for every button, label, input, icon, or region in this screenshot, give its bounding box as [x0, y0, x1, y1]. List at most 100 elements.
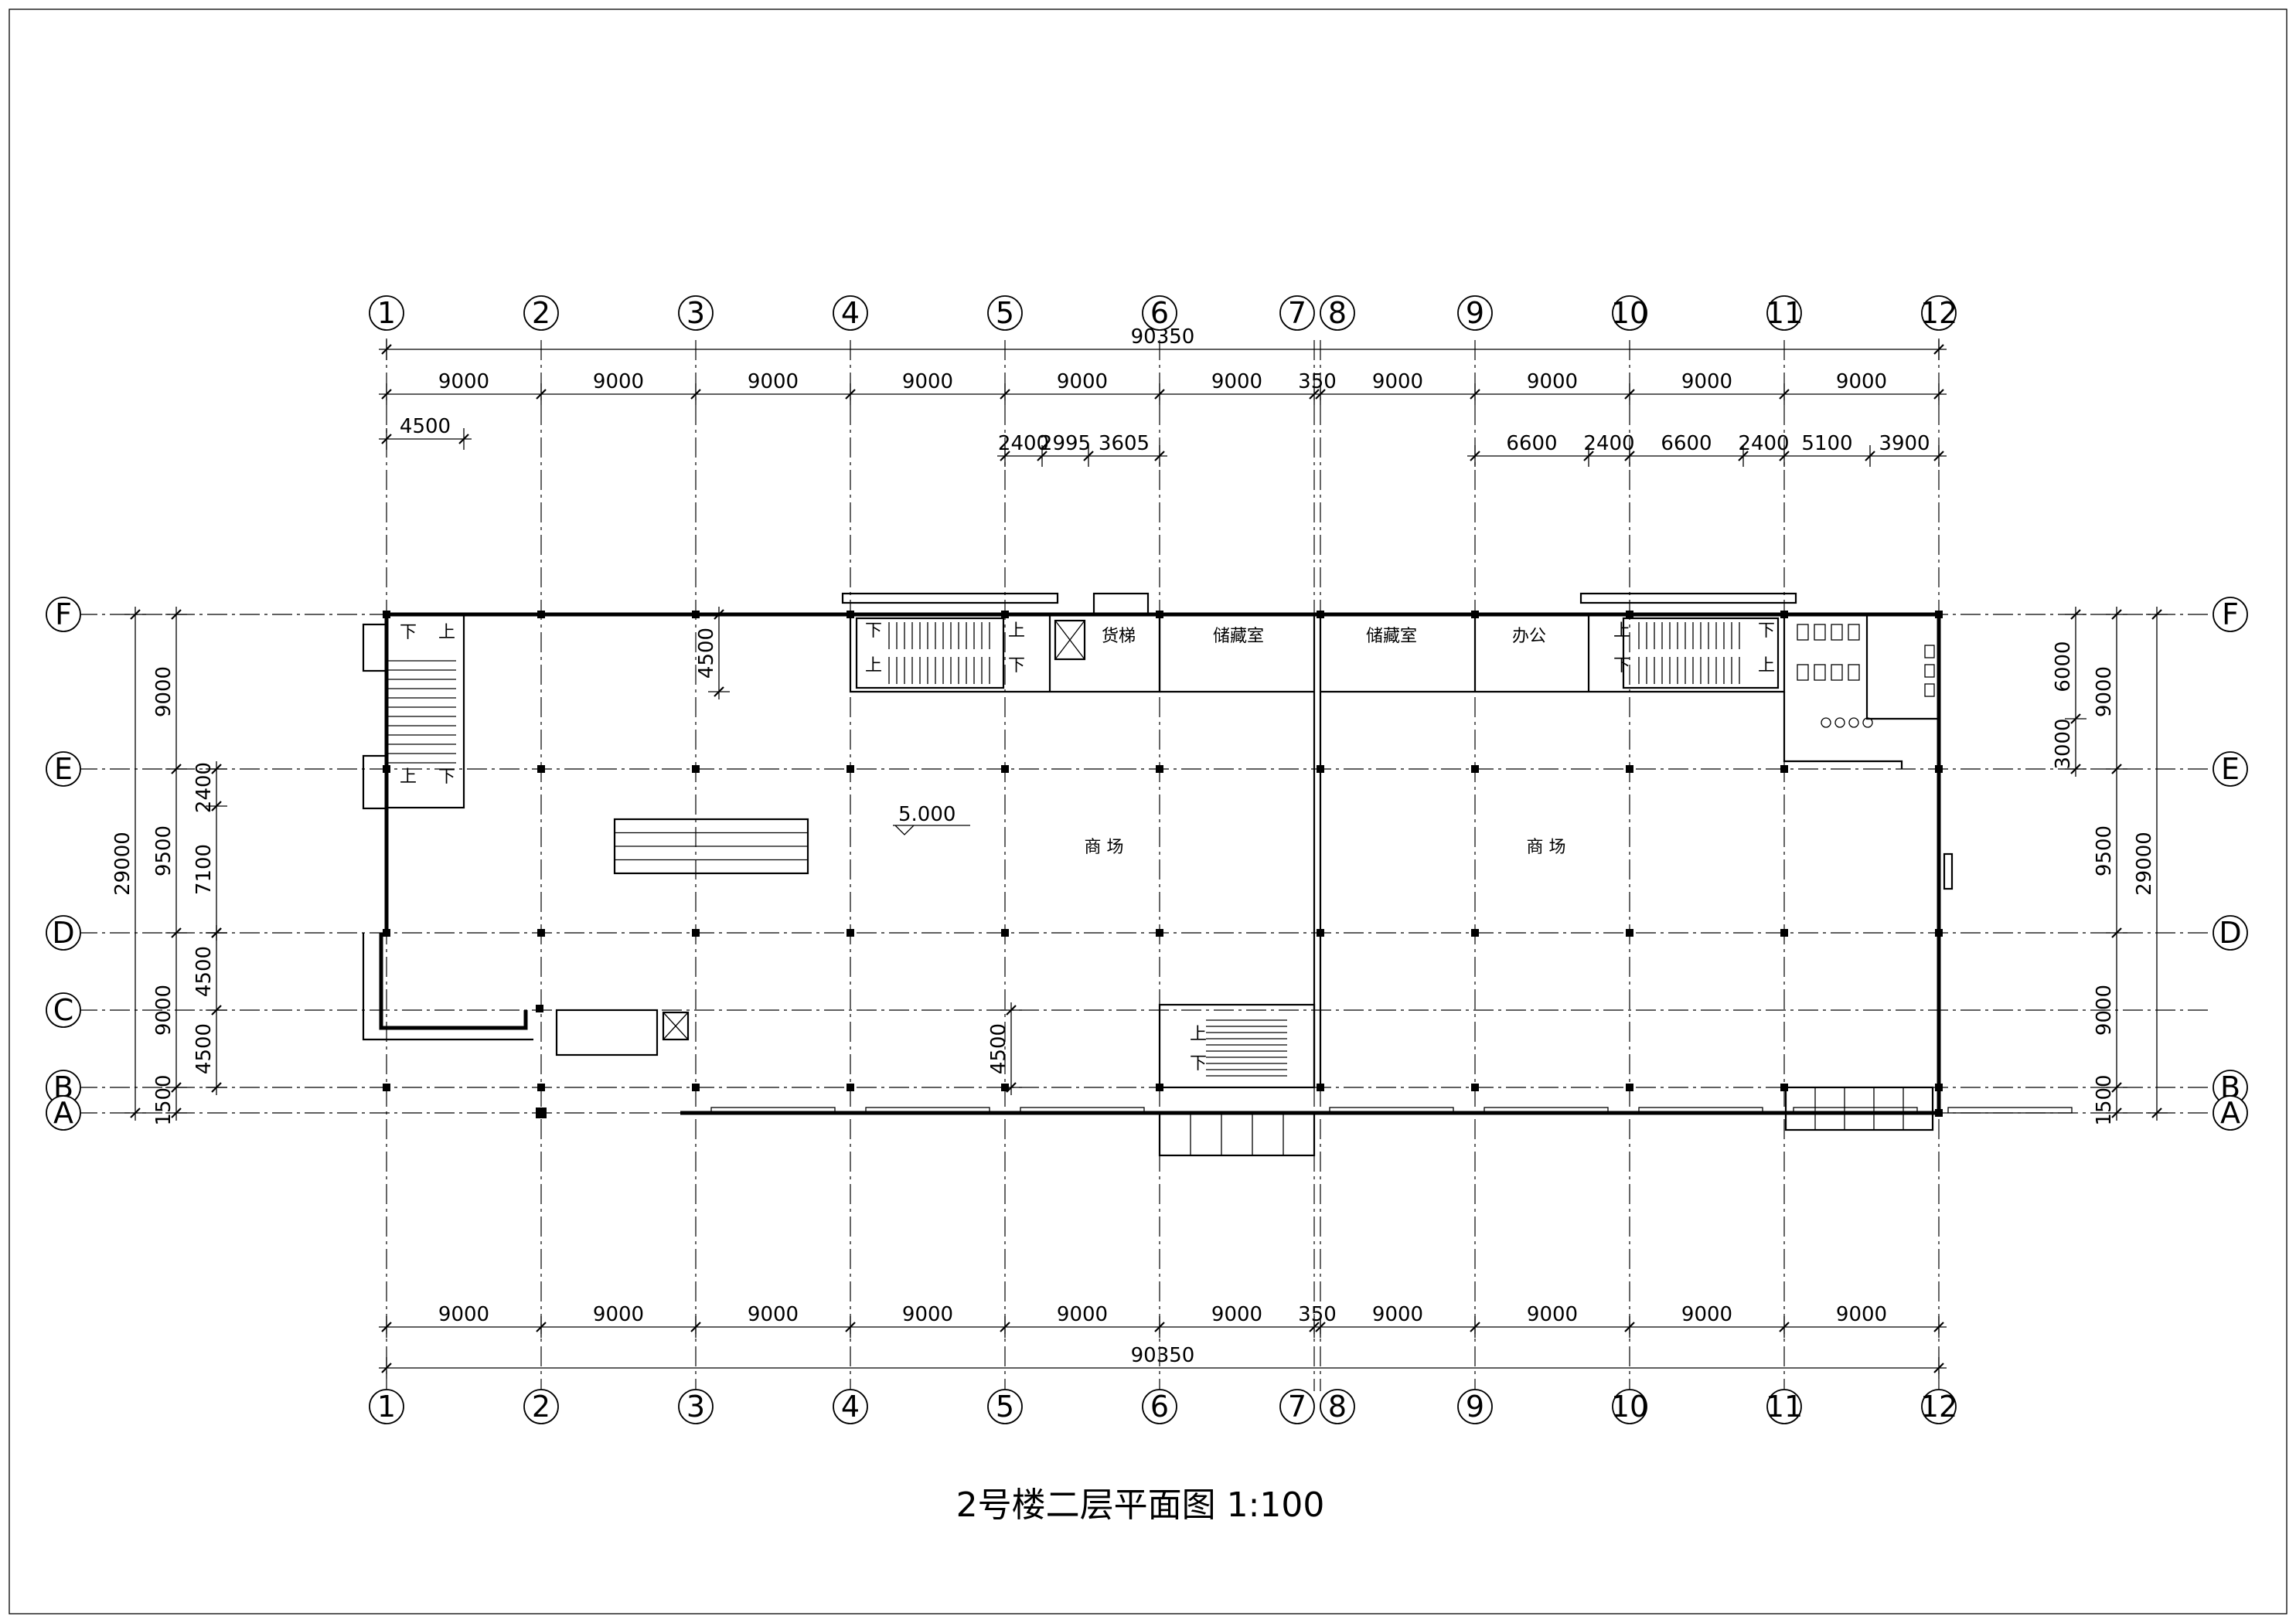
axis-bubble-top-7: 7	[1288, 296, 1306, 330]
dim-left-inner-a-tick	[211, 764, 222, 774]
east-wall-opening	[1943, 852, 1954, 890]
stair-mark-up: 上	[1758, 656, 1775, 675]
dim-right-outer-text: 9500	[2093, 825, 2116, 876]
window-south	[1329, 1107, 1454, 1114]
column	[1626, 929, 1633, 937]
axis-bubble-left-A: A	[53, 1096, 73, 1130]
column	[1780, 1084, 1788, 1091]
dim-top-sub-left-tick	[458, 434, 469, 444]
axis-bubble-bottom-4: 4	[841, 1390, 860, 1424]
washbasin	[1834, 717, 1845, 728]
dim-right-outer-tick	[2111, 1082, 2122, 1093]
window-south	[1947, 1107, 2073, 1114]
toilet-fixture	[1848, 664, 1860, 681]
axis-bubble-bottom-10: 10	[1611, 1390, 1648, 1424]
axis-bubble-top-1: 1	[377, 296, 396, 330]
stair-mark-down: 下	[438, 767, 455, 787]
freight-elevator-cross	[1054, 620, 1085, 660]
axis-bubble-left-D: D	[52, 916, 74, 950]
dim-top-sub-right-text: 2400	[1738, 432, 1789, 455]
dim-top-sub-right-tick	[1470, 451, 1480, 461]
dim-right-outer-tick	[2111, 764, 2122, 774]
column	[1156, 611, 1163, 618]
urinal	[1924, 664, 1935, 678]
column	[537, 1084, 545, 1091]
stair-mark-down: 下	[1190, 1054, 1207, 1073]
shaft-west-cross	[663, 1012, 689, 1040]
axis-bubble-top-12: 12	[1920, 296, 1957, 330]
column	[1001, 929, 1009, 937]
dim-bottom-spans-text: 350	[1298, 1303, 1337, 1326]
dim-right-outer-text: 9000	[2093, 985, 2116, 1036]
column	[536, 1108, 547, 1118]
column	[1156, 1084, 1163, 1091]
column	[537, 765, 545, 773]
toilet-fixture	[1831, 624, 1843, 641]
axis-bubble-top-10-circle	[1612, 295, 1647, 331]
axis-bubble-bottom-8: 8	[1328, 1390, 1347, 1424]
dim-right-inner-tick	[2070, 609, 2081, 620]
axis-bubble-top-11-circle	[1766, 295, 1802, 331]
shaft-west	[662, 1011, 690, 1041]
column	[537, 611, 545, 618]
axis-bubble-top-6: 6	[1150, 296, 1169, 330]
column	[1317, 765, 1324, 773]
axis-bubble-top-9-circle	[1457, 295, 1493, 331]
dim-bottom-spans-text: 9000	[1211, 1303, 1262, 1326]
window-south	[710, 1107, 836, 1114]
axis-bubble-top-7-circle	[1279, 295, 1315, 331]
room-label-storage-2: 储藏室	[1366, 627, 1417, 646]
axis-bubble-bottom-10-circle	[1612, 1389, 1647, 1424]
room-label-storage-1: 储藏室	[1213, 627, 1264, 646]
axis-bubble-top-3-circle	[678, 295, 714, 331]
dim-right-outer-text: 1500	[2093, 1074, 2116, 1125]
dim-right-inner-tick	[2070, 764, 2081, 774]
dim-bottom-spans-tick	[1779, 1322, 1790, 1332]
axis-bubble-left-C-circle	[46, 992, 81, 1028]
axis-bubble-left-E: E	[54, 752, 73, 786]
washbasin	[1821, 717, 1831, 728]
column	[847, 765, 854, 773]
axis-bubble-left-D-circle	[46, 915, 81, 951]
dim-right-total-tick	[2151, 609, 2162, 620]
dim-stair-bottom-tick	[1006, 1082, 1017, 1093]
axis-bubble-bottom-1-circle	[369, 1389, 404, 1424]
dim-left-inner-a-tick	[211, 801, 222, 812]
axis-bubble-right-A: A	[2220, 1096, 2240, 1130]
dim-top-spans-tick	[536, 389, 547, 400]
dim-bottom-spans-text: 9000	[902, 1303, 953, 1326]
room-label-mall-1: 商 场	[1085, 838, 1124, 857]
dim-stair-top-tick	[714, 686, 724, 697]
column	[1156, 765, 1163, 773]
dim-top-spans-text: 9000	[748, 370, 799, 393]
dim-bottom-spans-text: 9000	[438, 1303, 489, 1326]
dim-top-sub-right-text: 2400	[1583, 432, 1634, 455]
column	[692, 611, 700, 618]
window-south	[1638, 1107, 1763, 1114]
column	[1471, 929, 1479, 937]
axis-bubble-bottom-2-circle	[523, 1389, 559, 1424]
column	[692, 929, 700, 937]
dim-bottom-spans-tick	[1315, 1322, 1326, 1332]
dim-bottom-spans-tick	[1154, 1322, 1165, 1332]
dim-top-spans-tick	[381, 389, 392, 400]
toilet-fixture	[1797, 664, 1809, 681]
dim-left-outer-tick	[171, 1082, 182, 1093]
dim-top-spans-tick	[1779, 389, 1790, 400]
column	[1471, 611, 1479, 618]
column	[1001, 611, 1009, 618]
stair-mark-up: 上	[1190, 1025, 1207, 1044]
dim-top-spans-text: 9000	[1836, 370, 1887, 393]
dim-right-outer-tick	[2111, 1108, 2122, 1118]
dim-top-sub-mid-text: 2400	[998, 432, 1049, 455]
axis-bubble-left-C: C	[53, 993, 74, 1027]
column	[1935, 1084, 1943, 1091]
column	[847, 611, 854, 618]
wall-west-lower-outer	[362, 933, 533, 1041]
axis-bubble-bottom-12-circle	[1921, 1389, 1957, 1424]
stair-mark-down: 下	[865, 621, 882, 641]
column	[847, 929, 854, 937]
axis-bubble-top-5: 5	[996, 296, 1014, 330]
toilet-fixture	[1814, 624, 1826, 641]
